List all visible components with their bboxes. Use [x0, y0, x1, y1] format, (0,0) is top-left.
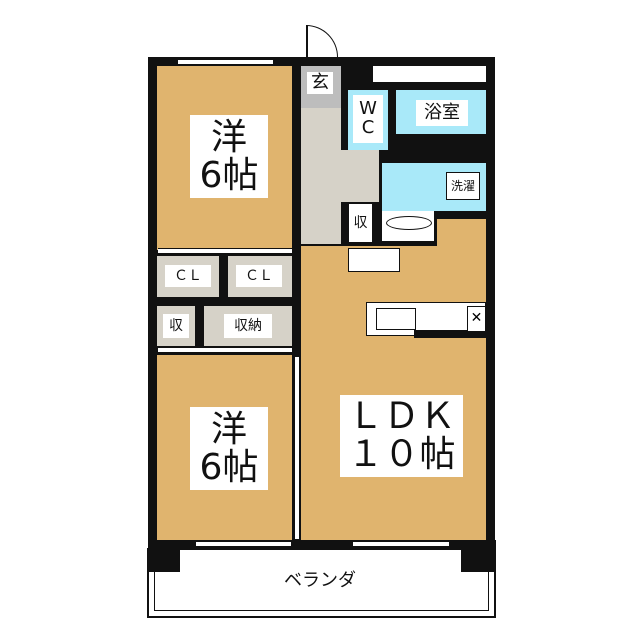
- sink-bowl: [386, 216, 432, 230]
- bath-label: 浴室: [416, 100, 468, 126]
- window: [196, 541, 291, 547]
- laundry-label: 洗濯: [446, 172, 480, 200]
- balcony-inner-line: [154, 548, 489, 611]
- sliding-partition[interactable]: [294, 356, 300, 540]
- front-door[interactable]: [306, 25, 338, 57]
- balcony-outline: [147, 548, 496, 618]
- fridge-space: ✕: [467, 306, 486, 332]
- hallway-lower: [341, 150, 379, 202]
- closet-door[interactable]: [158, 248, 292, 254]
- storage-door[interactable]: [158, 347, 292, 353]
- ldk-kitchen-area: [437, 219, 486, 249]
- ldk-door[interactable]: [348, 248, 400, 272]
- balcony-label: ベランダ: [284, 570, 356, 591]
- kitchen-sink: [376, 308, 416, 330]
- window: [353, 541, 449, 547]
- kitchen-wall: [414, 330, 486, 338]
- entrance-label: 玄: [307, 72, 333, 94]
- storage-label: 収納: [224, 314, 272, 338]
- window: [178, 59, 273, 65]
- storage-hall-label: 収: [351, 212, 370, 234]
- top-window-strip: [373, 66, 486, 82]
- closet-right-label: ＣＬ: [236, 265, 282, 287]
- storage-small-label: 収: [163, 314, 189, 338]
- closet-left-label: ＣＬ: [165, 265, 211, 287]
- ldk: [301, 246, 486, 540]
